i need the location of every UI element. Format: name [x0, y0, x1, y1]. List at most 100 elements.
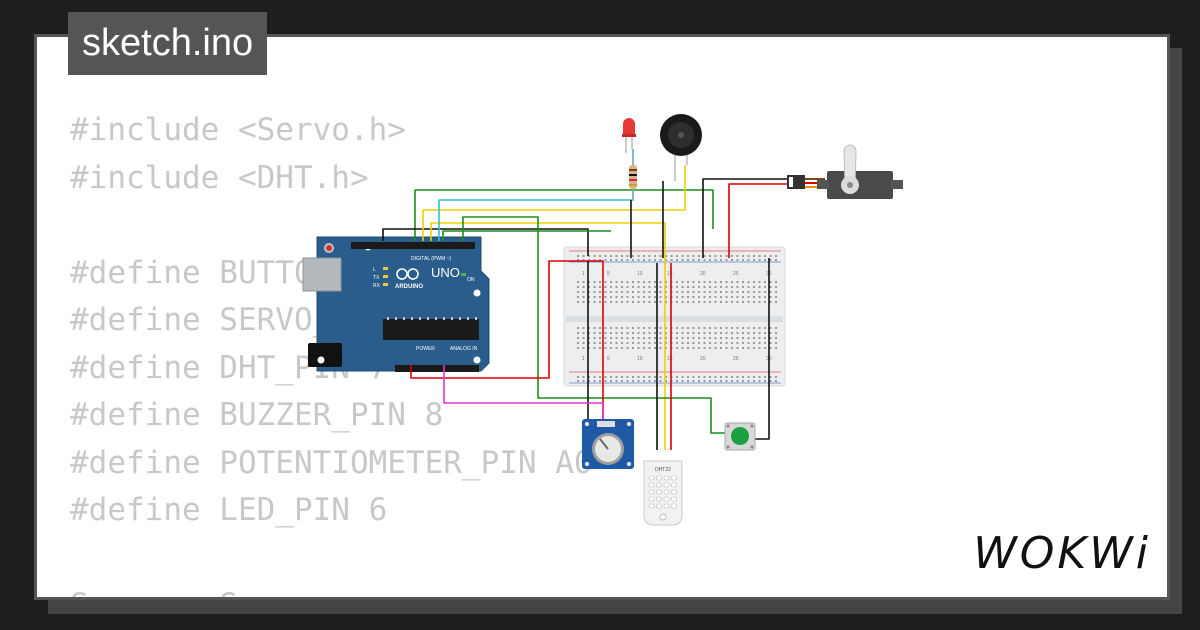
digital-header-label: DIGITAL (PWM ~) [411, 256, 451, 262]
breadboard-hole [758, 342, 761, 344]
breadboard-hole [610, 342, 612, 344]
project-preview-card[interactable]: #include <Servo.h>#include <DHT.h>#defin… [34, 34, 1170, 600]
breadboard-hole [676, 296, 678, 298]
breadboard-hole [731, 337, 733, 339]
wokwi-logo[interactable]: WOKWi [973, 528, 1151, 579]
breadboard-hole [764, 286, 766, 288]
breadboard-hole [582, 380, 585, 382]
breadboard-hole [687, 301, 689, 303]
breadboard-hole [775, 291, 777, 293]
breadboard-hole [577, 332, 579, 334]
project-filename-tab[interactable]: sketch.ino [68, 12, 268, 75]
breadboard-hole [709, 291, 711, 293]
breadboard-hole [659, 342, 662, 344]
breadboard-hole [764, 342, 766, 344]
breadboard-hole [769, 281, 772, 283]
breadboard-hole [764, 291, 766, 293]
breadboard-hole [769, 342, 772, 344]
breadboard-hole [626, 291, 629, 293]
breadboard-hole [637, 301, 640, 303]
breadboard-hole [604, 255, 607, 257]
red-wire [728, 183, 793, 258]
breadboard-hole [665, 301, 667, 303]
breadboard-hole [775, 259, 777, 261]
breadboard-hole [648, 337, 651, 339]
breadboard-holes [577, 255, 777, 382]
breadboard-hole [725, 380, 728, 382]
breadboard-hole [626, 281, 629, 283]
breadboard-hole [654, 337, 656, 339]
breadboard-hole [687, 259, 689, 261]
breadboard-hole [659, 281, 662, 283]
breadboard-hole [714, 259, 717, 261]
breadboard-hole [731, 380, 733, 382]
breadboard-hole [725, 259, 728, 261]
breadboard-hole [692, 255, 695, 257]
breadboard-hole [665, 327, 667, 329]
breadboard-hole [637, 347, 640, 349]
breadboard-hole [703, 281, 706, 283]
breadboard-hole [775, 286, 777, 288]
breadboard-hole [742, 332, 744, 334]
breadboard-hole [615, 380, 618, 382]
breadboard-hole [621, 291, 623, 293]
breadboard-hole [599, 296, 601, 298]
breadboard-hole [714, 301, 717, 303]
breadboard-hole [714, 281, 717, 283]
breadboard-hole [692, 342, 695, 344]
breadboard-hole [769, 286, 772, 288]
breadboard-hole [676, 301, 678, 303]
breadboard-hole [703, 291, 706, 293]
breadboard-hole [764, 337, 766, 339]
breadboard-hole [714, 291, 717, 293]
breadboard-hole [632, 291, 634, 293]
breadboard-hole [670, 259, 673, 261]
dht-grille-slot [671, 496, 677, 502]
breadboard-hole [582, 286, 585, 288]
breadboard-hole [698, 259, 700, 261]
dht-grille-slot [663, 489, 670, 495]
breadboard-hole [615, 296, 618, 298]
breadboard-hole [709, 286, 711, 288]
black-wire [382, 228, 589, 256]
breadboard-hole [681, 342, 684, 344]
breadboard-hole [709, 376, 711, 378]
breadboard-hole [610, 327, 612, 329]
breadboard-hole [736, 286, 739, 288]
breadboard-hole [703, 376, 706, 378]
breadboard-hole [588, 327, 590, 329]
breadboard-hole [676, 342, 678, 344]
breadboard-hole [687, 380, 689, 382]
breadboard-hole [654, 281, 656, 283]
wokwi-logo-text: WOKWi [973, 528, 1151, 579]
breadboard-hole [632, 296, 634, 298]
breadboard-hole [709, 380, 711, 382]
breadboard-hole [703, 332, 706, 334]
code-line: #include <Servo.h> [70, 112, 406, 148]
breadboard-hole [582, 255, 585, 257]
breadboard-hole [687, 291, 689, 293]
breadboard-hole [731, 259, 733, 261]
breadboard-hole [742, 286, 744, 288]
breadboard-hole [632, 376, 634, 378]
breadboard-hole [632, 347, 634, 349]
breadboard-hole [731, 327, 733, 329]
breadboard-hole [626, 301, 629, 303]
breadboard-hole [610, 332, 612, 334]
breadboard-hole [632, 342, 634, 344]
push-button [724, 422, 756, 451]
breadboard-hole [681, 291, 684, 293]
breadboard-hole [725, 296, 728, 298]
breadboard-hole [654, 291, 656, 293]
breadboard-hole [731, 301, 733, 303]
rx-led-label: RX [373, 283, 381, 289]
breadboard-hole [681, 337, 684, 339]
breadboard-hole [621, 259, 623, 261]
breadboard-hole [654, 327, 656, 329]
breadboard-hole [648, 332, 651, 334]
breadboard-hole [742, 342, 744, 344]
breadboard-hole [637, 376, 640, 378]
red-wire [410, 260, 604, 423]
breadboard-hole [665, 332, 667, 334]
breadboard-hole [736, 380, 739, 382]
